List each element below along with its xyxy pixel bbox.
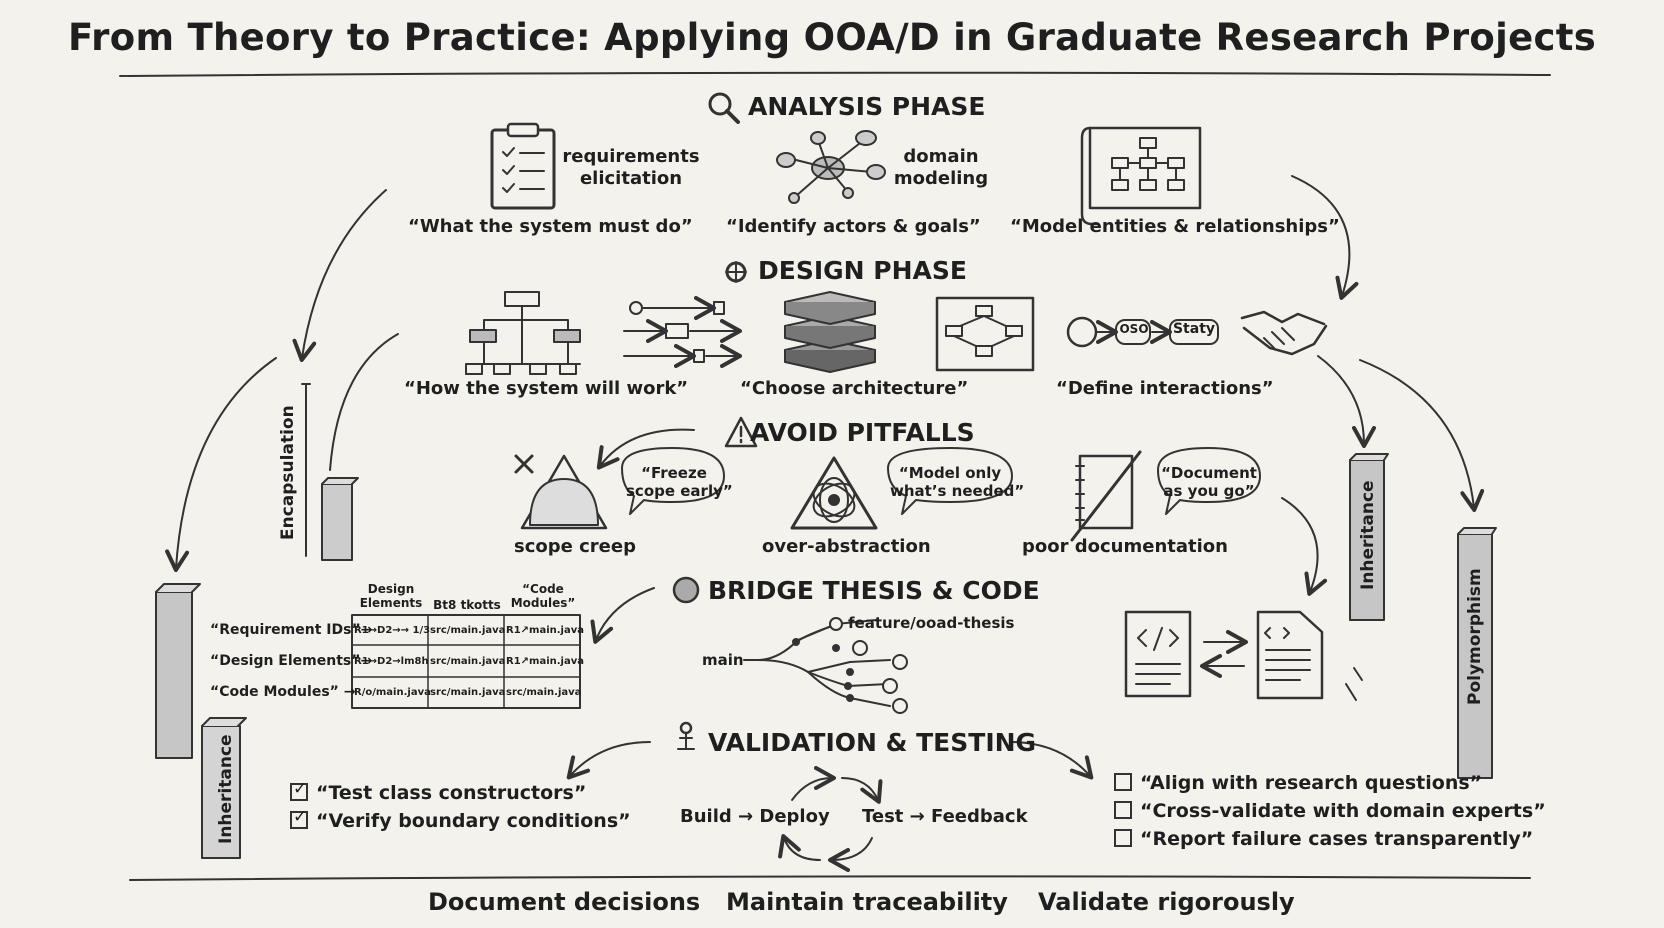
table-cell: R1↗main.java: [506, 656, 584, 667]
quote-define-interactions: “Define interactions”: [1056, 378, 1274, 399]
bubble-model-only: “Model only what’s needed”: [890, 464, 1025, 500]
blueprint-scroll-icon: [1080, 126, 1202, 226]
sphere-icon: [672, 576, 700, 604]
table-cell: R/o/main.java: [354, 687, 431, 698]
interaction-chain-icon: [1066, 316, 1219, 348]
footer-document-decisions: Document decisions: [428, 888, 701, 916]
pillar-label-inheritance-right: Inheritance: [1358, 480, 1378, 590]
footer-validate-rigorously: Validate rigorously: [1038, 888, 1295, 916]
over-abstraction-icon: [790, 456, 878, 530]
unchecked-box-icon: [1114, 773, 1132, 791]
check-cross-validate: “Cross-validate with domain experts”: [1114, 800, 1546, 822]
avoid-pitfalls-heading: AVOID PITFALLS: [750, 418, 975, 447]
gear-icon: [725, 261, 747, 283]
cycle-test-feedback: Test → Feedback: [862, 806, 1028, 827]
pitfall-scope-creep-label: scope creep: [514, 536, 636, 557]
row-label-code-modules: “Code Modules” →: [210, 684, 356, 700]
pillar-inheritance-right: [1349, 453, 1389, 621]
checked-box-icon: [290, 807, 308, 829]
check-align-research: “Align with research questions”: [1114, 772, 1482, 794]
check-test-constructors: “Test class constructors”: [290, 779, 586, 804]
traceability-table: [351, 614, 581, 709]
activity-diagram-icon: [935, 296, 1035, 372]
warning-icon: [724, 416, 758, 448]
table-header-middle: Bt8 tkotts: [433, 598, 501, 612]
domain-modeling-label: domain modeling: [893, 146, 989, 189]
bridge-heading: BRIDGE THESIS & CODE: [708, 576, 1040, 605]
branch-feature-label: feature/ooad-thesis: [848, 614, 1015, 632]
quote-choose-architecture: “Choose architecture”: [740, 378, 969, 399]
quote-actors-goals: “Identify actors & goals”: [726, 216, 981, 237]
sequence-box-1: OSO: [1119, 322, 1149, 336]
scope-creep-icon: [514, 454, 608, 530]
notebook-crossed-icon: [1070, 450, 1142, 542]
git-branch-graph: [743, 617, 908, 714]
table-cell: R1→D2→lm8h: [354, 656, 429, 667]
quote-how-system-works: “How the system will work”: [404, 378, 689, 399]
page-title: From Theory to Practice: Applying OOA/D …: [67, 16, 1597, 59]
table-header-design-elements: Design Elements: [359, 582, 423, 610]
pillar-label-inheritance-left: Inheritance: [216, 734, 236, 844]
validation-heading: VALIDATION & TESTING: [708, 728, 1037, 757]
handshake-icon: [1240, 310, 1328, 356]
flow-diagram-icon: [623, 296, 742, 368]
pitfall-poor-documentation-label: poor documentation: [1022, 536, 1228, 557]
clipboard-icon: [490, 122, 556, 210]
flow-arrows: [165, 175, 1485, 780]
doc-file-icon: [1256, 610, 1324, 700]
table-header-code-modules: “Code Modules”: [510, 582, 576, 610]
architecture-layers-icon: [784, 291, 876, 373]
magnifier-icon: [708, 92, 740, 124]
unchecked-box-icon: [1114, 801, 1132, 819]
pillar-label-encapsulation: Encapsulation: [278, 405, 298, 540]
probe-icon: [677, 721, 695, 750]
cycle-build-deploy: Build → Deploy: [680, 806, 830, 827]
checked-box-icon: [290, 779, 308, 801]
table-cell: R1↗main.java: [506, 625, 584, 636]
pillar-encapsulation: [301, 383, 359, 561]
check-report-failures: “Report failure cases transparently”: [1114, 828, 1533, 850]
unchecked-box-icon: [1114, 829, 1132, 847]
domain-network-icon: [776, 130, 886, 204]
requirements-elicitation-label: requirements elicitation: [562, 146, 700, 189]
table-cell: src/main.java: [430, 656, 506, 667]
row-label-requirement-ids: “Requirement IDs”→: [210, 622, 373, 638]
hierarchy-diagram-icon: [465, 291, 581, 375]
table-cell: src/main.java: [430, 625, 506, 636]
pillar-inheritance-left: [155, 583, 247, 859]
quote-entities-relationships: “Model entities & relationships”: [1010, 216, 1340, 237]
pillar-label-polymorphism: Polymorphism: [1465, 568, 1485, 705]
footer-line: [129, 875, 1531, 881]
table-cell: R1→D2→→ 1/3: [354, 625, 431, 636]
pitfall-over-abstraction-label: over-abstraction: [762, 536, 931, 557]
quote-system-must-do: “What the system must do”: [408, 216, 693, 237]
pillar-polymorphism: [1457, 527, 1497, 779]
title-underline: [119, 71, 1551, 77]
table-cell: src/main.java: [506, 687, 582, 698]
design-phase-heading: DESIGN PHASE: [758, 256, 967, 285]
footer-maintain-traceability: Maintain traceability: [726, 888, 1008, 916]
row-label-design-elements: “Design Elements”→: [210, 653, 373, 669]
branch-main-label: main: [702, 651, 744, 669]
sequence-box-2: Staty: [1172, 321, 1216, 337]
analysis-phase-heading: ANALYSIS PHASE: [748, 92, 986, 121]
code-file-icon: [1124, 610, 1192, 698]
check-verify-boundaries: “Verify boundary conditions”: [290, 807, 631, 832]
bubble-freeze-scope: “Freeze scope early”: [626, 464, 733, 500]
speech-bubbles: [621, 447, 1261, 515]
cycle-arrows: [778, 766, 883, 872]
table-cell: src/main.java: [430, 687, 506, 698]
bubble-document-as-you-go: “Document as you go”: [1161, 464, 1257, 500]
